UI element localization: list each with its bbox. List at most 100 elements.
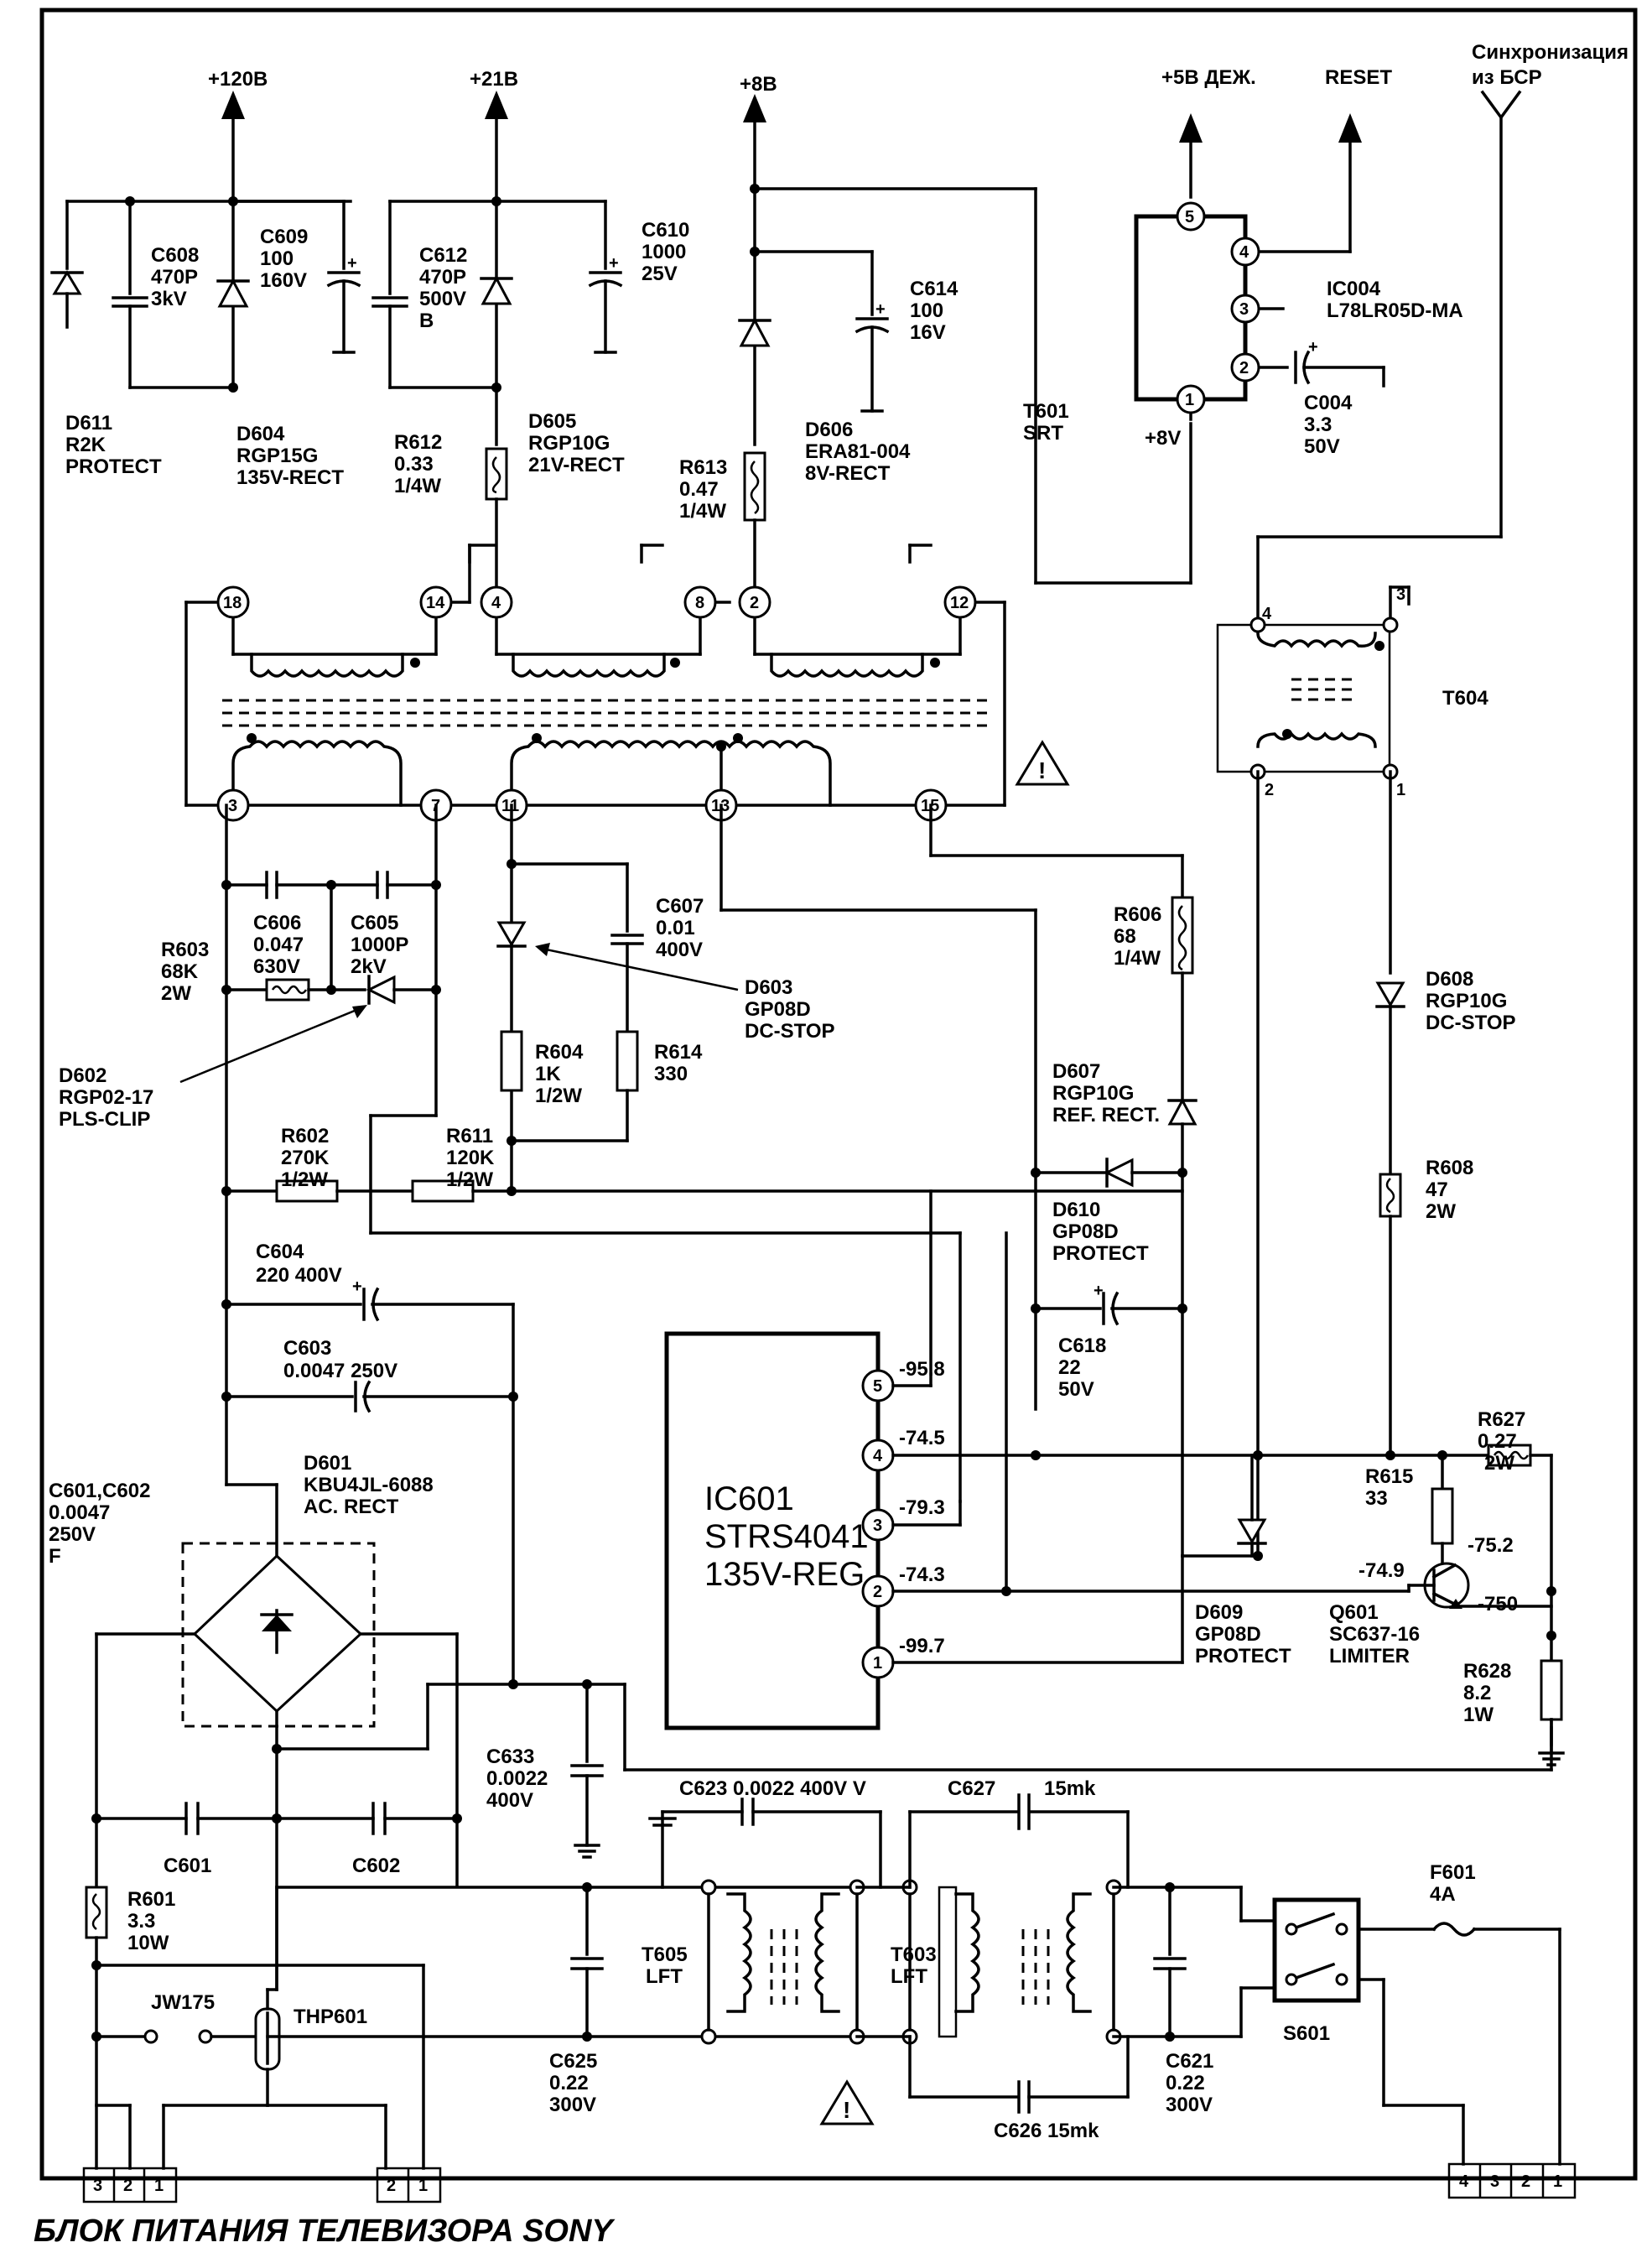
c604-ref: C604 <box>256 1241 304 1263</box>
c612-type: B <box>419 310 434 332</box>
d610-part: GP08D <box>1052 1220 1119 1243</box>
c610-rating: 25V <box>642 263 678 285</box>
r601-rating: 10W <box>127 1932 169 1954</box>
r614-value: 330 <box>654 1063 688 1085</box>
r602-rating: 1/2W <box>281 1168 328 1191</box>
c621-ref: C621 <box>1166 2050 1213 2073</box>
t601-transformer: 18 14 4 8 2 12 3 7 11 13 15 T601 SRT ! <box>184 400 1070 822</box>
d607-ref: D607 <box>1052 1060 1100 1083</box>
c612-value: 470P <box>419 266 466 289</box>
ic601-regulator: IC601 STRS4041 135V-REG 5 4 3 2 1 -95.8 … <box>664 1189 1447 1730</box>
section-120v: + C608 470P 3kV C609 100 160V D611 R2K P… <box>50 196 361 489</box>
d601-bridge: D601 KBU4JL-6088 AC. RECT C601,C602 0.00… <box>49 1452 1553 1991</box>
output-120v-label: +120В <box>208 68 268 91</box>
r612-ref: R612 <box>394 431 442 454</box>
d603-section: C607 0.01 400V D603 GP08D DC-STOP R604 1… <box>496 804 835 1146</box>
ic601-v1: -99.7 <box>899 1635 945 1657</box>
t601-pin-12: 12 <box>950 594 969 612</box>
r606-value: 68 <box>1114 925 1136 948</box>
r608-rating: 2W <box>1426 1200 1456 1223</box>
c605-rating: 2kV <box>351 955 387 978</box>
t601-pin-3: 3 <box>228 797 237 815</box>
ic601-pin-4: 4 <box>873 1447 883 1465</box>
sync-label-2: из БСР <box>1472 66 1542 89</box>
output-reset: RESET <box>1325 66 1392 253</box>
c627-value: 15mk <box>1044 1777 1096 1800</box>
conn-mid-pin-2: 2 <box>387 2177 396 2195</box>
c608-rating: 3kV <box>151 288 187 310</box>
conn-left-pin-1: 1 <box>154 2177 164 2195</box>
schematic-frame <box>39 8 1638 2181</box>
r604-ref: R604 <box>535 1041 584 1064</box>
c625-value: 0.22 <box>549 2072 589 2094</box>
c601-c602-type: F <box>49 1545 61 1568</box>
t601-pin-2: 2 <box>750 594 759 612</box>
ic004-pin-1: 1 <box>1185 391 1194 409</box>
c633-value: 0.0022 <box>486 1767 548 1790</box>
t604-transformer: 4 3 2 1 T604 <box>1216 535 1503 1558</box>
d608-diode <box>1375 981 1405 1008</box>
svg-text:+: + <box>1094 1282 1104 1300</box>
output-21v-label: +21В <box>470 68 518 91</box>
d611-ref: D611 <box>65 412 112 434</box>
d605-part: RGP10G <box>528 432 610 455</box>
r602-value: 270K <box>281 1147 330 1169</box>
t601-pin-4: 4 <box>491 594 501 612</box>
ic004-pin-2: 2 <box>1239 359 1249 377</box>
limiter-section: R627 0.27 2W R615 33 -75.2 -74.9 -750 Q6… <box>1329 1408 1565 1766</box>
d611-zener <box>52 270 82 295</box>
ic601-pin-5: 5 <box>873 1377 882 1396</box>
feedback-resistors: R602 270K 1/2W R611 120K 1/2W <box>221 1114 1184 1503</box>
output-reset-label: RESET <box>1325 66 1392 89</box>
c625-rating: 300V <box>549 2094 596 2116</box>
c602-ref: C602 <box>352 1855 400 1877</box>
t605-ref: T605 <box>642 1943 688 1966</box>
r615-value: 33 <box>1365 1487 1388 1510</box>
d608-chain: D608 RGP10G DC-STOP R608 47 2W <box>1375 968 1516 1457</box>
r612-value: 0.33 <box>394 453 434 476</box>
output-120v: +120В <box>208 68 268 392</box>
r608-ref: R608 <box>1426 1157 1473 1179</box>
c612-rating: 500V <box>419 288 466 310</box>
r603-rating: 2W <box>161 982 191 1005</box>
ic601-v3: -79.3 <box>899 1496 945 1519</box>
q601-base-voltage: -74.9 <box>1358 1559 1405 1582</box>
c614-ref: C614 <box>910 278 958 300</box>
c605-ref: C605 <box>351 912 398 934</box>
c614-value: 100 <box>910 299 943 322</box>
d607-function: REF. RECT. <box>1052 1104 1160 1126</box>
t601-pin-18: 18 <box>223 594 242 612</box>
section-21v: + C612 470P 500V B C610 1000 25V R612 0.… <box>371 196 689 589</box>
reference-rectifier: + R606 68 1/4W D607 RGP10G REF. RECT. D6… <box>720 804 1197 1558</box>
warning-icon: ! <box>819 2079 875 2125</box>
svg-text:+: + <box>875 300 886 319</box>
d610-ref: D610 <box>1052 1199 1100 1221</box>
d608-part: RGP10G <box>1426 990 1507 1012</box>
d603-function: DC-STOP <box>745 1020 835 1043</box>
c612-ref: C612 <box>419 244 467 267</box>
output-8v: +8В <box>740 73 777 446</box>
c609-rating: 160V <box>260 269 307 292</box>
d601-ref: D601 <box>304 1452 351 1475</box>
c605-value: 1000P <box>351 934 408 956</box>
c601-c602-value: 0.0047 <box>49 1501 110 1524</box>
t604-pin-2: 2 <box>1265 781 1274 799</box>
r612-rating: 1/4W <box>394 475 441 497</box>
d605-ref: D605 <box>528 410 576 433</box>
d602-function: PLS-CLIP <box>59 1108 150 1131</box>
svg-text:!: ! <box>1038 757 1046 783</box>
r608-value: 47 <box>1426 1178 1448 1201</box>
t604-pin-3: 3 <box>1396 585 1405 604</box>
d606-ref: D606 <box>805 419 853 441</box>
r601-value: 3.3 <box>127 1910 155 1933</box>
d606-diode <box>739 317 771 347</box>
ic601-v4: -74.5 <box>899 1427 945 1449</box>
d608-function: DC-STOP <box>1426 1012 1516 1034</box>
c601-c602-ref: C601,C602 <box>49 1480 150 1502</box>
d606-part: ERA81-004 <box>805 440 911 463</box>
svg-text:+: + <box>1308 338 1318 356</box>
connector-left: 3 2 1 <box>82 2167 178 2203</box>
t603-ref: T603 <box>891 1943 937 1966</box>
r615-ref: R615 <box>1365 1465 1413 1488</box>
c607-value: 0.01 <box>656 917 695 939</box>
